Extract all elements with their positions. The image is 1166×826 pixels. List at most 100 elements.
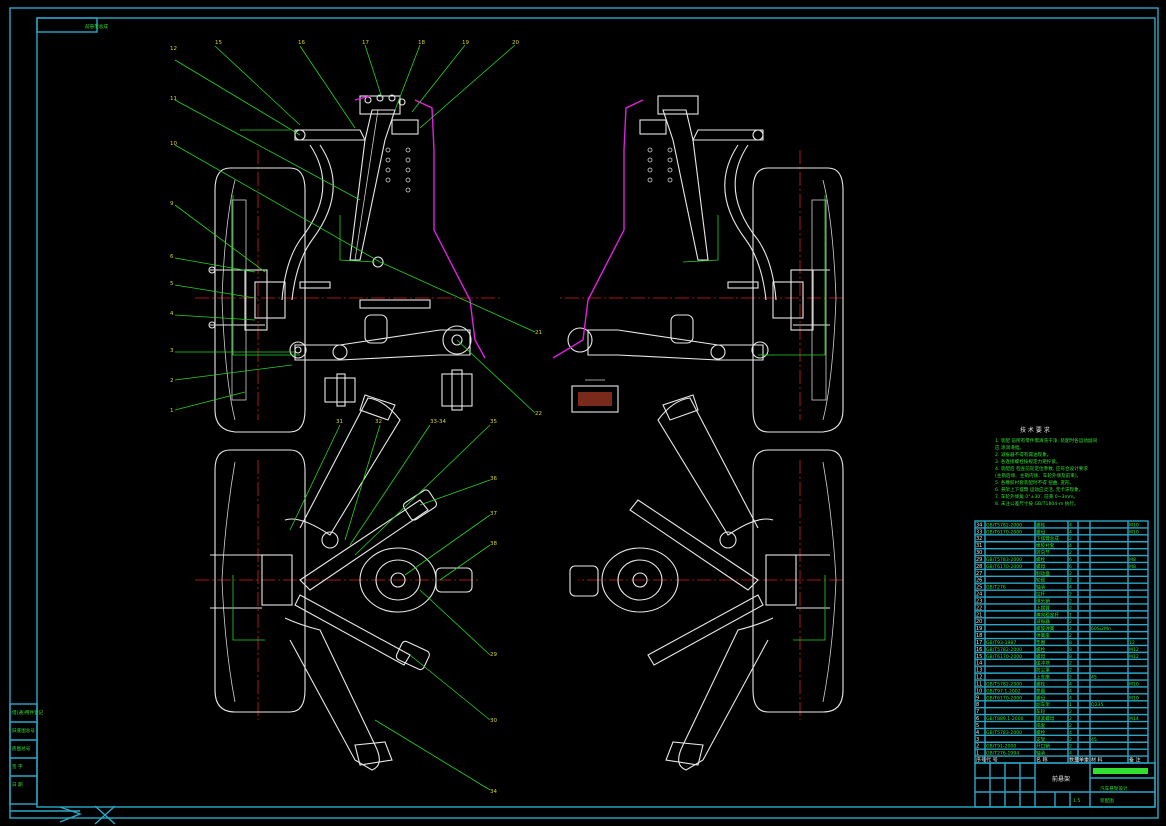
svg-text:18: 18 <box>418 40 425 46</box>
svg-text:4. 装配后 检查前轮定位参数, 应符合设计要求: 4. 装配后 检查前轮定位参数, 应符合设计要求 <box>995 465 1088 472</box>
callouts-upper-left: 12 15 16 17 18 19 20 11 10 9 6 5 4 3 2 1… <box>170 40 542 417</box>
bom-cell: 14 <box>976 661 982 667</box>
svg-text:15: 15 <box>215 40 222 46</box>
bom-cell: 3 <box>976 737 979 743</box>
svg-text:36: 36 <box>490 476 497 482</box>
bom-cell: 17 <box>976 640 982 646</box>
leader-lines-upper-left <box>174 44 536 414</box>
bom-cell: M8 <box>1129 564 1136 570</box>
bom-cell: 20 <box>976 619 982 625</box>
bom-cell: 下摆臂总成 <box>1036 535 1059 542</box>
bom-header-cell: 材 料 <box>1091 757 1103 764</box>
svg-text:16: 16 <box>298 40 305 46</box>
bom-cell: 螺栓 <box>1036 521 1046 528</box>
bom-cell: 19 <box>976 626 982 632</box>
bom-cell: M12 <box>1129 654 1139 660</box>
svg-text:8. 未注公差尺寸按 GB/T1804-m 执行。: 8. 未注公差尺寸按 GB/T1804-m 执行。 <box>995 500 1079 507</box>
bom-cell: 减振器 <box>1036 618 1050 625</box>
bom-cell: 2 <box>1069 675 1072 681</box>
bom-cell: 4 <box>1069 543 1072 549</box>
bom-header-cell: 序号 <box>976 757 986 764</box>
bom-cell: M8 <box>1129 557 1136 563</box>
bom-cell: 螺母 <box>1036 653 1046 660</box>
top-view-right[interactable] <box>569 394 844 771</box>
svg-text:34: 34 <box>490 789 497 795</box>
bom-cell: 15 <box>976 654 982 660</box>
bom-header-cell: 名 称 <box>1036 757 1048 764</box>
bom-cell: M10 <box>1129 681 1139 687</box>
bom-header-cell: 单重 <box>1079 757 1089 764</box>
bom-cell: 垫圈 <box>1036 639 1046 646</box>
drawing-tag: 前悬架总成 <box>85 23 108 30</box>
leader-lines-lower-left <box>289 424 491 791</box>
bom-cell: 45 <box>1091 675 1097 681</box>
bom-cell: 2 <box>1069 592 1072 598</box>
bom-cell: 4 <box>1069 681 1072 687</box>
front-view-left[interactable] <box>195 94 500 433</box>
bom-cell: 螺旋弹簧 <box>1036 625 1055 632</box>
bom-cell: 制动盘 <box>1036 570 1050 577</box>
bom-cell: 横向稳定杆 <box>1036 611 1059 618</box>
bom-cell: 4 <box>1069 751 1072 757</box>
bom-cell: 2 <box>1069 661 1072 667</box>
bom-cell: 23 <box>976 598 982 604</box>
bom-cell: 螺栓 <box>1036 646 1046 653</box>
bom-cell: 32 <box>976 536 982 542</box>
bom-cell: 4 <box>1069 688 1072 694</box>
svg-text:9: 9 <box>170 201 174 207</box>
stamp-label-3: 签 字 <box>12 763 23 770</box>
bom-cell: 2 <box>1069 550 1072 556</box>
bom-cell: 25 <box>976 585 982 591</box>
svg-text:(主销后倾、主销内倾、车轮外倾及前束)。: (主销后倾、主销内倾、车轮外倾及前束)。 <box>995 472 1081 479</box>
bom-cell: 21 <box>976 612 982 618</box>
bom-cell: M10 <box>1129 695 1139 701</box>
stamp-label-1: 旧底图总号 <box>12 727 35 734</box>
bom-cell: 开口销 <box>1036 743 1050 750</box>
svg-text:1. 装配 前所有零件需清洗干净, 装配时各运动副间: 1. 装配 前所有零件需清洗干净, 装配时各运动副间 <box>995 437 1098 444</box>
bom-cell: 8 <box>976 702 979 708</box>
svg-text:6. 悬架上下摆臂 运动应灵活, 无卡滞现象。: 6. 悬架上下摆臂 运动应灵活, 无卡滞现象。 <box>995 486 1083 493</box>
bom-cell: 26 <box>976 578 982 584</box>
bom-cell: 33 <box>976 529 982 535</box>
bom-cell: 2 <box>1069 571 1072 577</box>
svg-text:4: 4 <box>170 311 174 317</box>
bom-cell: 31 <box>976 543 982 549</box>
bom-cell: GB/T6170-2000 <box>986 654 1022 660</box>
svg-text:5. 各橡胶衬套装配时不得 扭曲, 变形。: 5. 各橡胶衬套装配时不得 扭曲, 变形。 <box>995 479 1074 486</box>
bom-cell: GB/T276-1994 <box>986 751 1019 757</box>
bom-cell: 弹簧座 <box>1036 632 1050 639</box>
front-view-right[interactable] <box>552 95 844 433</box>
bom-cell: 上摆臂 <box>1036 604 1050 611</box>
bom-cell: 4 <box>1069 730 1072 736</box>
stamp-label-2: 底图总号 <box>12 745 31 752</box>
top-view-left[interactable] <box>195 394 480 771</box>
bom-cell: 橡胶衬套 <box>1036 542 1055 549</box>
bom-cell: 螺栓 <box>1036 680 1046 687</box>
bom-cell: 30 <box>976 550 982 556</box>
bom-cell: 螺母 <box>1036 563 1046 570</box>
bom-cell: GB/T889.1-2000 <box>986 716 1024 722</box>
callouts-lower-left: 31 32 33-34 35 36 37 38 29 30 34 <box>336 419 497 795</box>
bom-cell: 4 <box>1069 529 1072 535</box>
bom-cell: GB/T6170-2000 <box>986 529 1022 535</box>
bom-cell: 9 <box>976 695 979 701</box>
bom-cell: 上支座 <box>1036 674 1050 681</box>
bom-cell: GB/T6170-2000 <box>986 564 1022 570</box>
bom-cell: 2 <box>1069 737 1072 743</box>
bom-cell: 2 <box>1069 578 1072 584</box>
left-stamp-block: 借(通)用件登记 旧底图总号 底图总号 签 字 日 期 <box>9 703 44 805</box>
bom-cell: 球头销 <box>1036 597 1050 604</box>
bom-cell: 螺母 <box>1036 694 1046 701</box>
bom-cell: 28 <box>976 564 982 570</box>
bom-cell: 螺母 <box>1036 528 1046 535</box>
bom-cell: GB/T5782-2000 <box>986 522 1022 528</box>
bom-cell: 4 <box>1069 695 1072 701</box>
bom-cell: 支架 <box>1036 736 1046 743</box>
bom-cell: 1 <box>976 751 979 757</box>
bom-cell: 1 <box>1069 612 1072 618</box>
bom-cell: 4 <box>976 730 979 736</box>
bom-cell: 2 <box>1069 723 1072 729</box>
bom-cell: 16 <box>976 647 982 653</box>
bom-cell: 螺栓 <box>1036 729 1046 736</box>
